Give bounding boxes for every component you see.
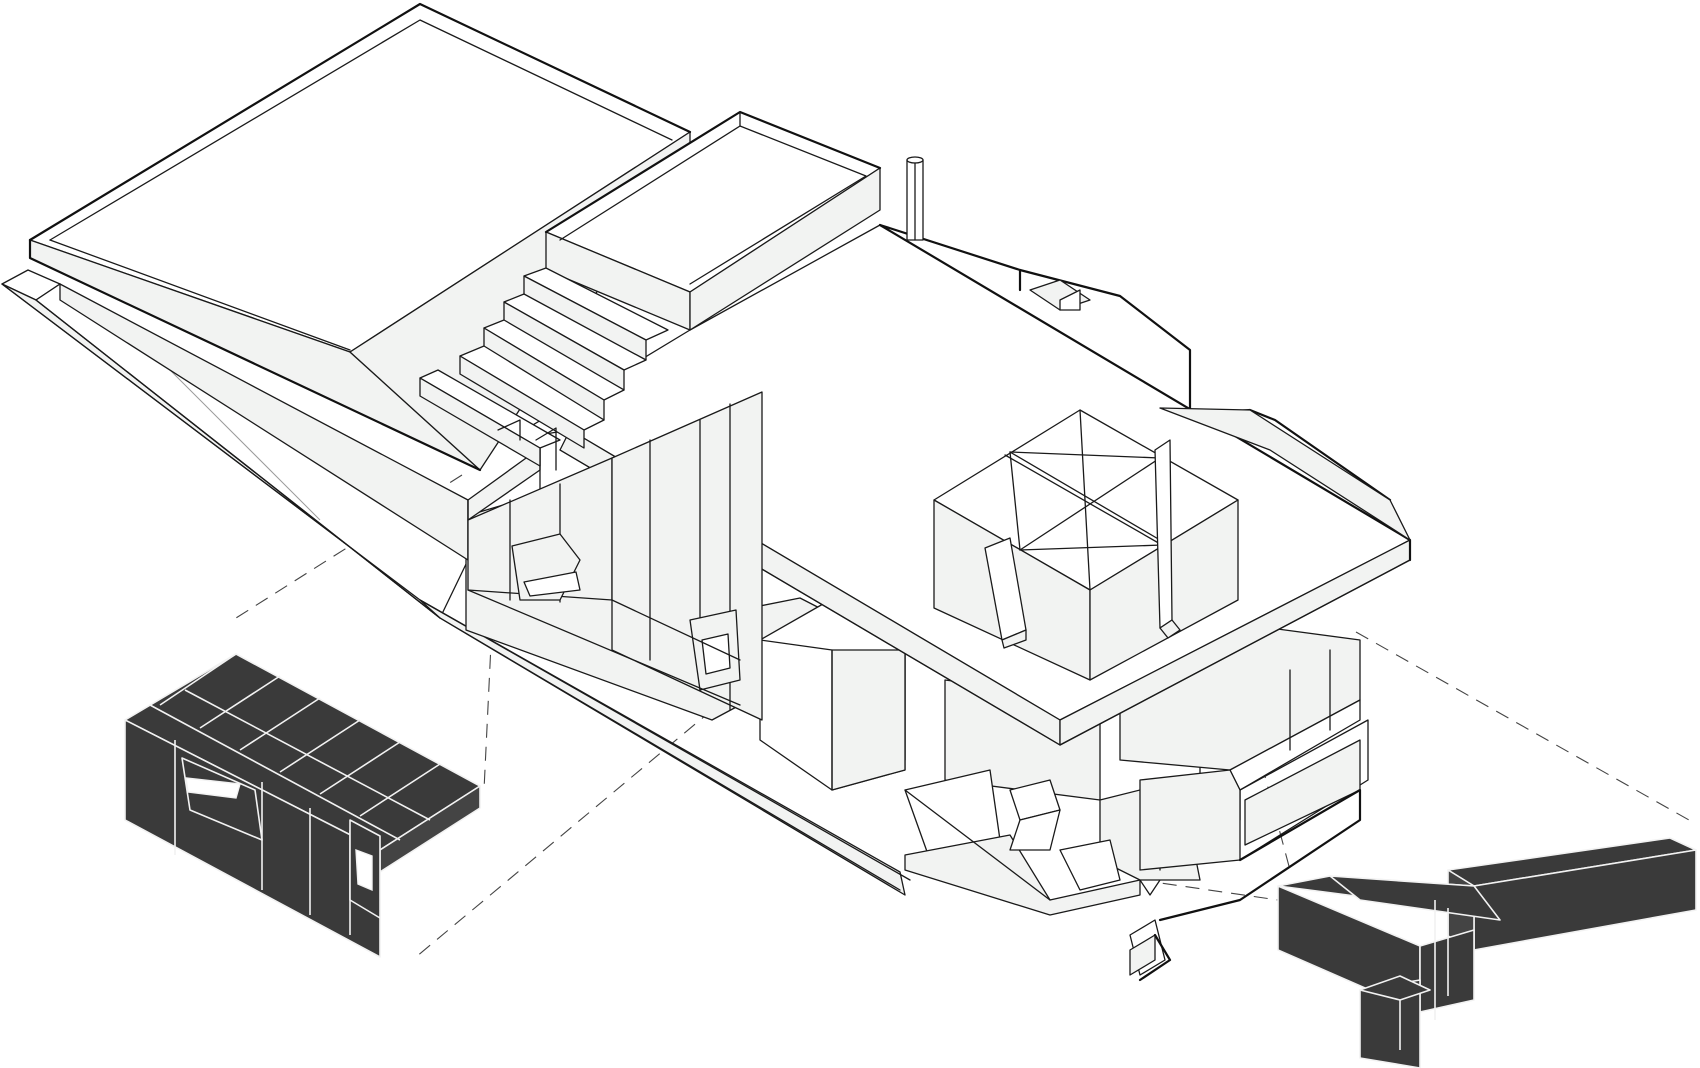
extracted-corner-frame xyxy=(1277,837,1697,1068)
exterior-stairs xyxy=(419,267,669,471)
facade-panels xyxy=(467,391,763,721)
rooftop-pavilion xyxy=(544,110,882,331)
extracted-room-box xyxy=(124,653,481,958)
chimney-flue xyxy=(906,156,924,241)
skylight-cube xyxy=(933,409,1239,681)
main-building xyxy=(1,2,1412,982)
